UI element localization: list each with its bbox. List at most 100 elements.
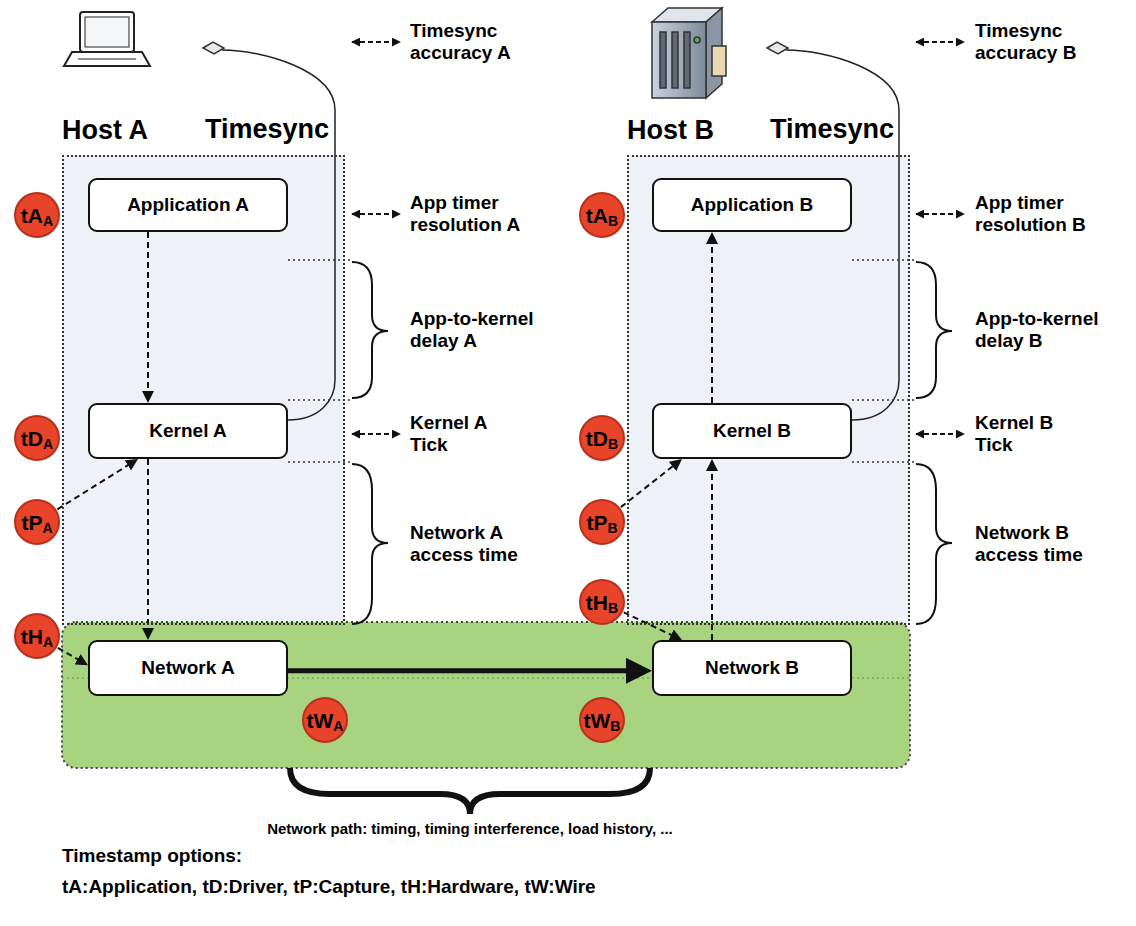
host-fill bbox=[627, 155, 910, 625]
timestamp-subscript: A bbox=[43, 437, 53, 451]
timesync-device bbox=[767, 42, 788, 54]
server-card bbox=[712, 46, 726, 76]
divider bbox=[288, 461, 352, 463]
timestamp-subscript: A bbox=[42, 521, 52, 535]
braces bbox=[352, 262, 952, 624]
annotation-arrows bbox=[352, 42, 964, 434]
server-icon bbox=[652, 8, 726, 98]
timesync-device bbox=[203, 42, 224, 54]
host-fill bbox=[62, 155, 345, 625]
timestamp-name: tW bbox=[307, 710, 334, 731]
annotation-label: Network B access time bbox=[975, 522, 1100, 566]
annotation-label: Timesync accuracy B bbox=[975, 20, 1100, 64]
annotation-label: Timestamp options: bbox=[62, 845, 462, 867]
layer-box: Application B bbox=[652, 178, 852, 232]
double-arrow bbox=[916, 213, 964, 215]
annotation-label: tA:Application, tD:Driver, tP:Capture, t… bbox=[62, 876, 962, 898]
timestamp-subscript: B bbox=[608, 601, 618, 615]
box-label: Application B bbox=[691, 194, 813, 216]
divider bbox=[852, 399, 916, 401]
double-arrow bbox=[352, 41, 400, 43]
timestamp-circle: tWB bbox=[579, 697, 625, 743]
timestamp-subscript: B bbox=[610, 719, 620, 733]
data-flow-arrow bbox=[147, 232, 149, 393]
timestamp-name: tD bbox=[586, 428, 608, 449]
server-led bbox=[694, 37, 700, 43]
box-label: Application A bbox=[127, 194, 249, 216]
timestamp-circle: tHB bbox=[579, 579, 625, 625]
data-flow-arrow bbox=[711, 242, 713, 403]
server-slot bbox=[684, 32, 690, 88]
timestamp-circle: tWA bbox=[302, 697, 348, 743]
layer-box: Application A bbox=[88, 178, 288, 232]
server-slot bbox=[672, 32, 678, 88]
laptop-screen bbox=[80, 12, 134, 52]
host-heading: Host B bbox=[627, 115, 714, 146]
brace bbox=[916, 464, 952, 624]
annotation-label: Network A access time bbox=[410, 522, 535, 566]
box-label: Network B bbox=[705, 657, 799, 679]
double-arrow bbox=[916, 41, 964, 43]
timestamp-name: tW bbox=[584, 710, 611, 731]
timestamp-subscript: A bbox=[43, 214, 53, 228]
brace bbox=[352, 262, 388, 398]
layer-box: Network B bbox=[652, 640, 852, 696]
timesync-wire bbox=[786, 50, 899, 420]
box-label: Kernel A bbox=[149, 420, 226, 442]
laptop-keys bbox=[78, 59, 136, 60]
timestamp-circle: tDB bbox=[579, 415, 625, 461]
annotation-label: App-to-kernel delay A bbox=[410, 308, 560, 352]
timestamp-name: tH bbox=[21, 626, 43, 647]
data-flow-arrow bbox=[57, 464, 129, 509]
host-heading: Host A bbox=[62, 115, 148, 146]
timestamp-circle: tPB bbox=[579, 499, 625, 545]
double-arrow bbox=[352, 433, 400, 435]
data-flow-arrow bbox=[58, 648, 80, 661]
timestamp-name: tH bbox=[586, 592, 608, 613]
layer-box: Kernel A bbox=[88, 403, 288, 459]
server-front bbox=[652, 22, 706, 98]
host-region: Application BKernel BHost B bbox=[627, 155, 910, 625]
double-arrow bbox=[916, 433, 964, 435]
timestamp-name: tA bbox=[586, 205, 608, 226]
annotation-label: App timer resolution A bbox=[410, 192, 545, 236]
timesync-heading: Timesync bbox=[770, 114, 930, 145]
box-label: Kernel B bbox=[713, 420, 791, 442]
layer-box: Kernel B bbox=[652, 403, 852, 459]
network-path-brace bbox=[290, 768, 650, 814]
timestamp-subscript: A bbox=[333, 719, 343, 733]
timestamp-name: tP bbox=[21, 512, 42, 533]
network-path-arrow bbox=[288, 668, 631, 673]
annotation-label: Kernel B Tick bbox=[975, 412, 1085, 456]
timestamp-subscript: A bbox=[43, 635, 53, 649]
double-arrow bbox=[352, 213, 400, 215]
annotation-label: Network path: timing, timing interferenc… bbox=[170, 820, 770, 837]
dividers bbox=[288, 260, 916, 462]
host-region: Application AKernel AHost A bbox=[62, 155, 345, 625]
network-band bbox=[62, 622, 910, 768]
timestamp-name: tA bbox=[21, 205, 43, 226]
layer-box: Network A bbox=[88, 640, 288, 696]
laptop-base bbox=[64, 52, 150, 66]
timesync-heading: Timesync bbox=[205, 114, 365, 145]
data-flow-arrow bbox=[711, 469, 713, 640]
timestamp-subscript: B bbox=[608, 214, 618, 228]
annotation-label: Timesync accuracy A bbox=[410, 20, 535, 64]
timestamp-name: tP bbox=[586, 512, 607, 533]
timestamp-circle: tHA bbox=[14, 613, 60, 659]
annotation-label: App-to-kernel delay B bbox=[975, 308, 1125, 352]
laptop-icon bbox=[64, 12, 150, 66]
annotation-label: App timer resolution B bbox=[975, 192, 1110, 236]
data-flow-arrow bbox=[147, 459, 149, 630]
timestamp-circle: tPA bbox=[14, 499, 60, 545]
laptop-display bbox=[85, 17, 129, 47]
divider bbox=[288, 259, 352, 261]
timestamp-subscript: B bbox=[607, 521, 617, 535]
timestamp-subscript: B bbox=[608, 437, 618, 451]
brace bbox=[916, 262, 952, 398]
divider bbox=[852, 259, 916, 261]
brace bbox=[352, 464, 388, 624]
divider bbox=[288, 399, 352, 401]
